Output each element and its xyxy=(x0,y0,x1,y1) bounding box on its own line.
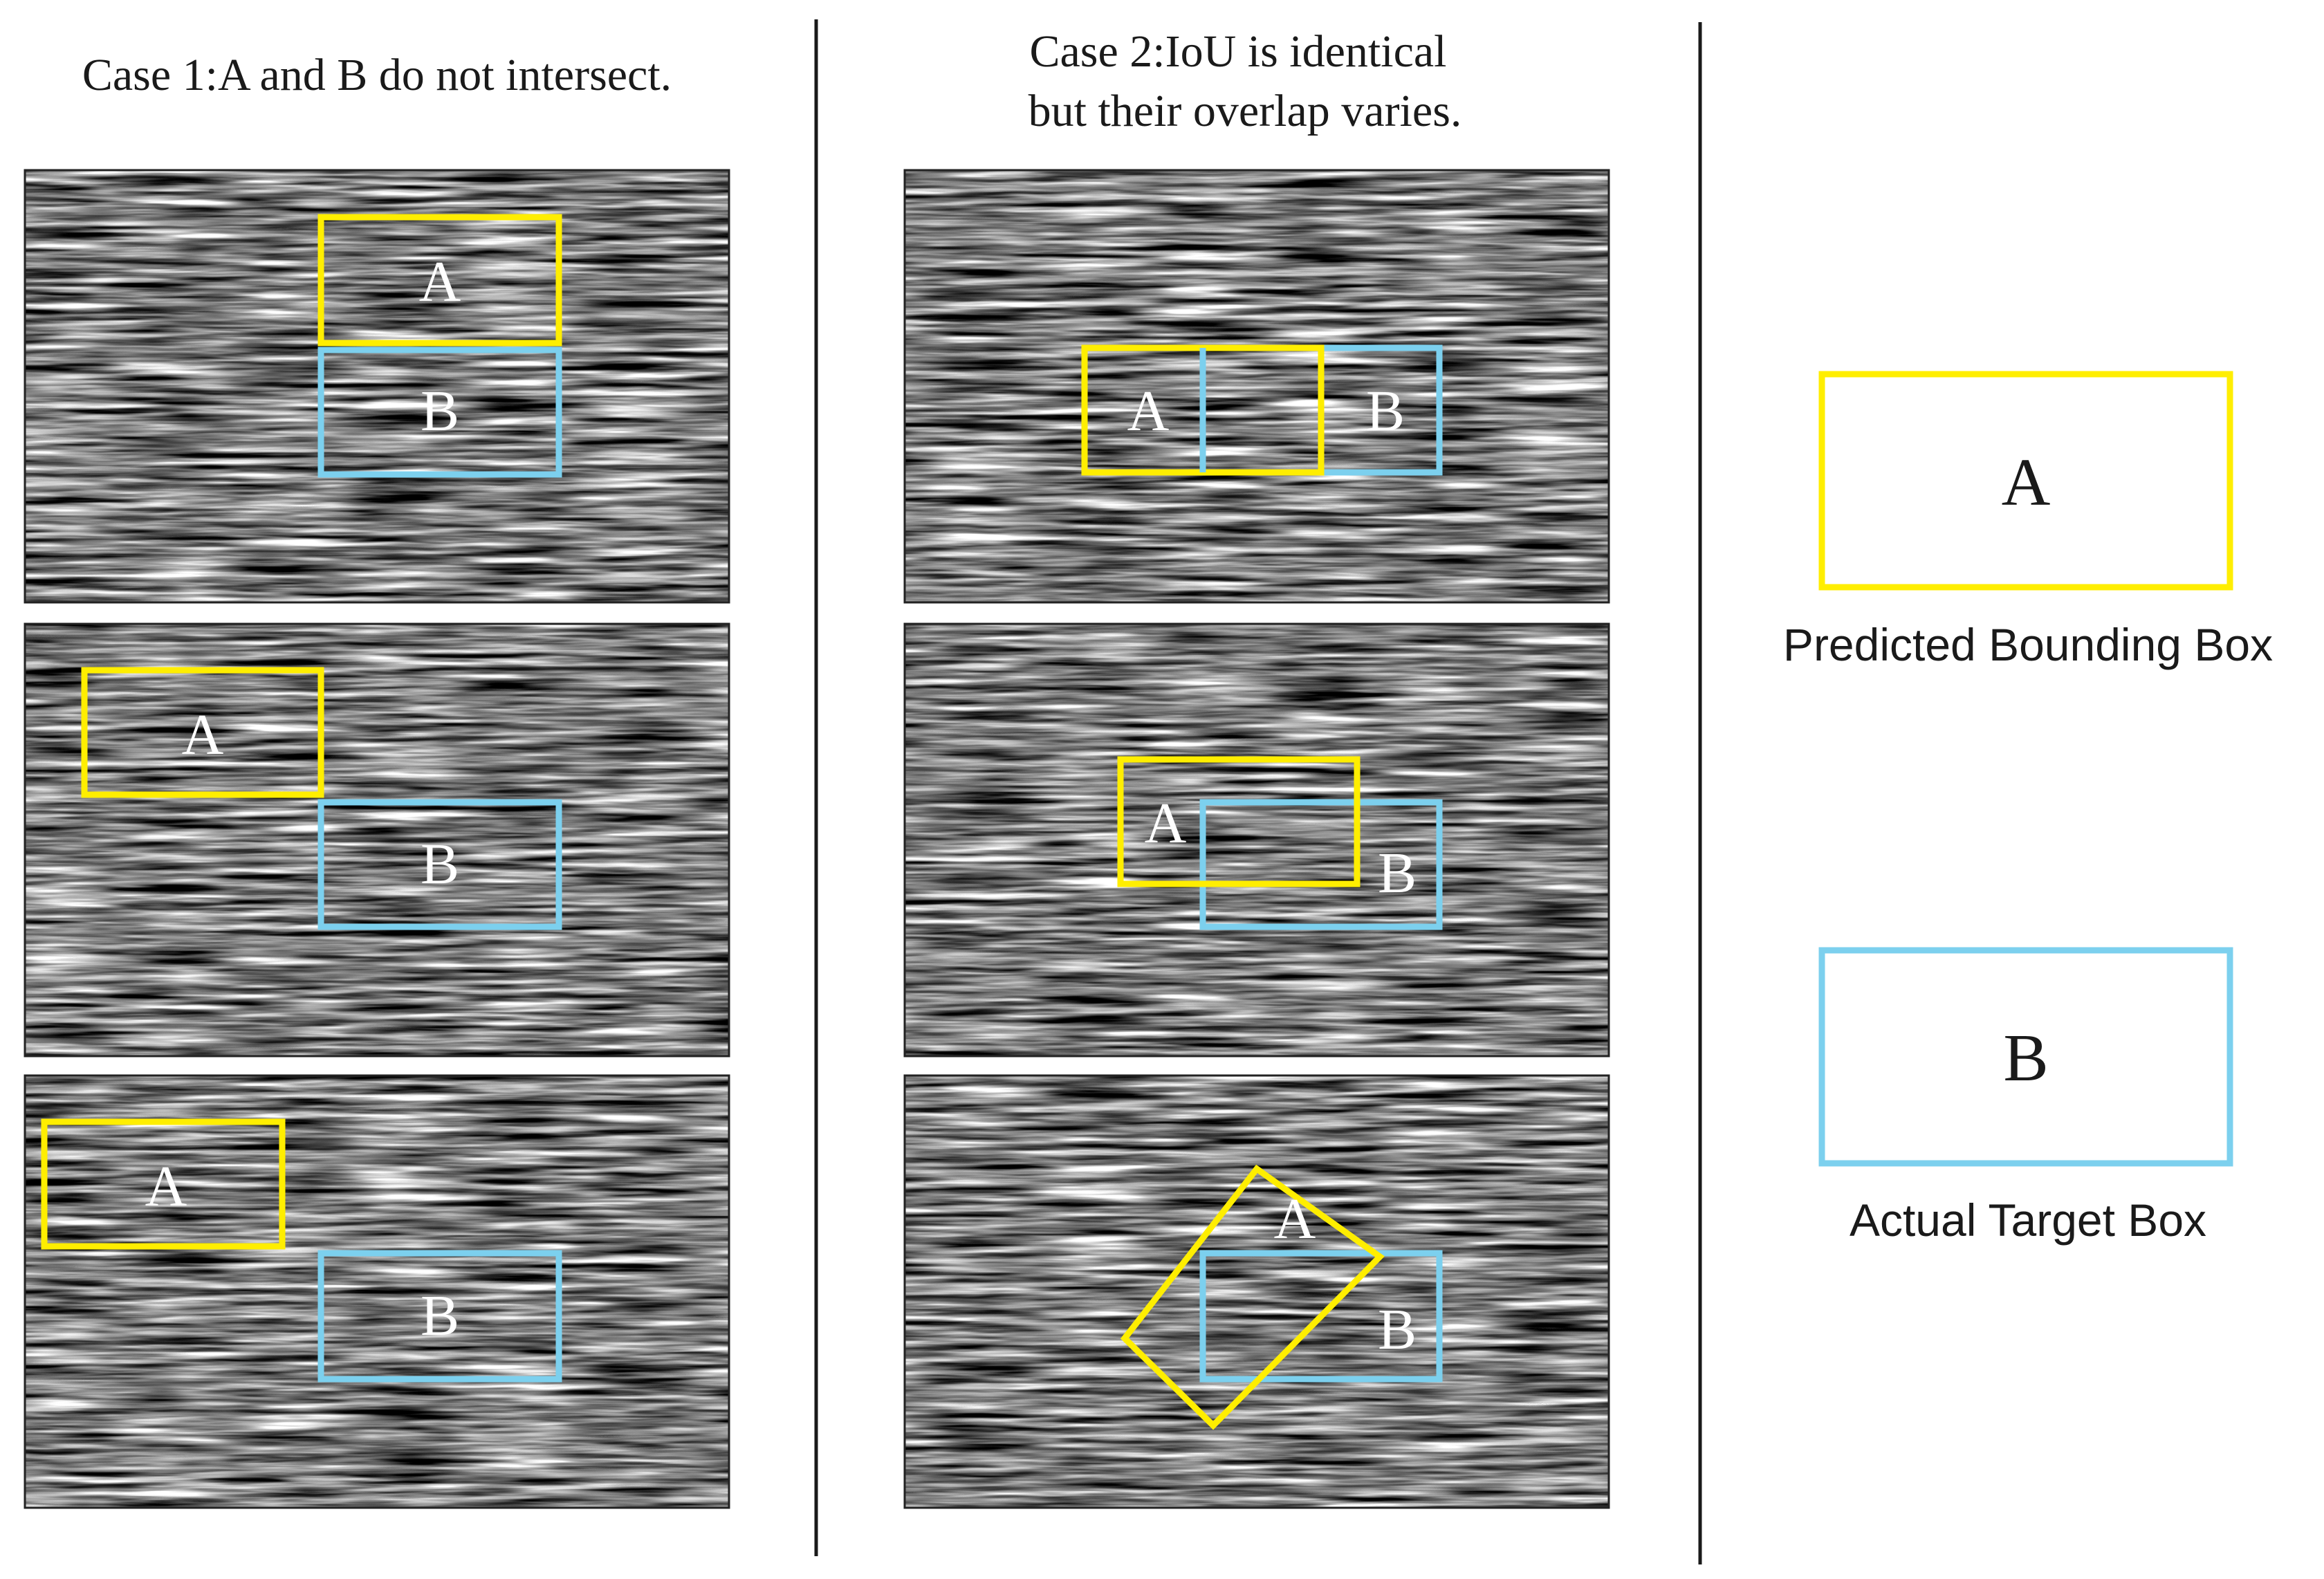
predicted-box-label: A xyxy=(1127,379,1170,443)
actual-box-label: B xyxy=(1378,841,1417,905)
predicted-box-rotated xyxy=(1120,1164,1385,1430)
legend-predicted-caption: Predicted Bounding Box xyxy=(1783,619,2273,670)
predicted-box-label: A xyxy=(182,703,224,767)
actual-box xyxy=(1199,1250,1443,1383)
predicted-box-label: A xyxy=(145,1154,187,1219)
case2-title-line1: Case 2:IoU is identical xyxy=(1029,26,1446,77)
actual-box-label: B xyxy=(1366,379,1405,443)
case2-panel-3: A B xyxy=(903,1074,1610,1509)
legend-predicted: A Predicted Bounding Box xyxy=(1783,371,2273,670)
actual-box-label: B xyxy=(421,832,459,896)
predicted-box xyxy=(41,1118,286,1250)
legend-actual-letter: B xyxy=(2003,1021,2048,1096)
predicted-box xyxy=(317,214,562,347)
predicted-box-label: A xyxy=(1274,1187,1316,1251)
legend-predicted-box xyxy=(1818,371,2233,591)
predicted-box xyxy=(81,667,324,798)
actual-box xyxy=(317,1250,562,1383)
actual-box xyxy=(317,799,562,930)
actual-box xyxy=(1199,799,1443,930)
case1-panel-3: A B xyxy=(24,1074,730,1509)
legend-predicted-letter: A xyxy=(2002,445,2051,520)
predicted-box-label: A xyxy=(419,250,461,314)
legend-actual-caption: Actual Target Box xyxy=(1850,1194,2206,1246)
case2-panel-2: A B xyxy=(903,622,1610,1058)
case2-title-line2: but their overlap varies. xyxy=(1029,86,1462,136)
case1-title: Case 1:A and B do not intersect. xyxy=(82,50,672,100)
legend-actual: B Actual Target Box xyxy=(1818,947,2233,1246)
predicted-box-label: A xyxy=(1145,791,1187,856)
actual-box-label: B xyxy=(421,379,459,443)
predicted-box xyxy=(1117,756,1361,887)
actual-box-label: B xyxy=(421,1284,459,1348)
actual-box xyxy=(317,347,562,478)
case1-panel-2: A B xyxy=(24,622,730,1058)
legend-actual-box xyxy=(1818,947,2233,1167)
case1-panel-1: A B xyxy=(24,169,730,604)
actual-box-label: B xyxy=(1378,1298,1417,1362)
case2-panel-1: A B xyxy=(903,169,1610,604)
